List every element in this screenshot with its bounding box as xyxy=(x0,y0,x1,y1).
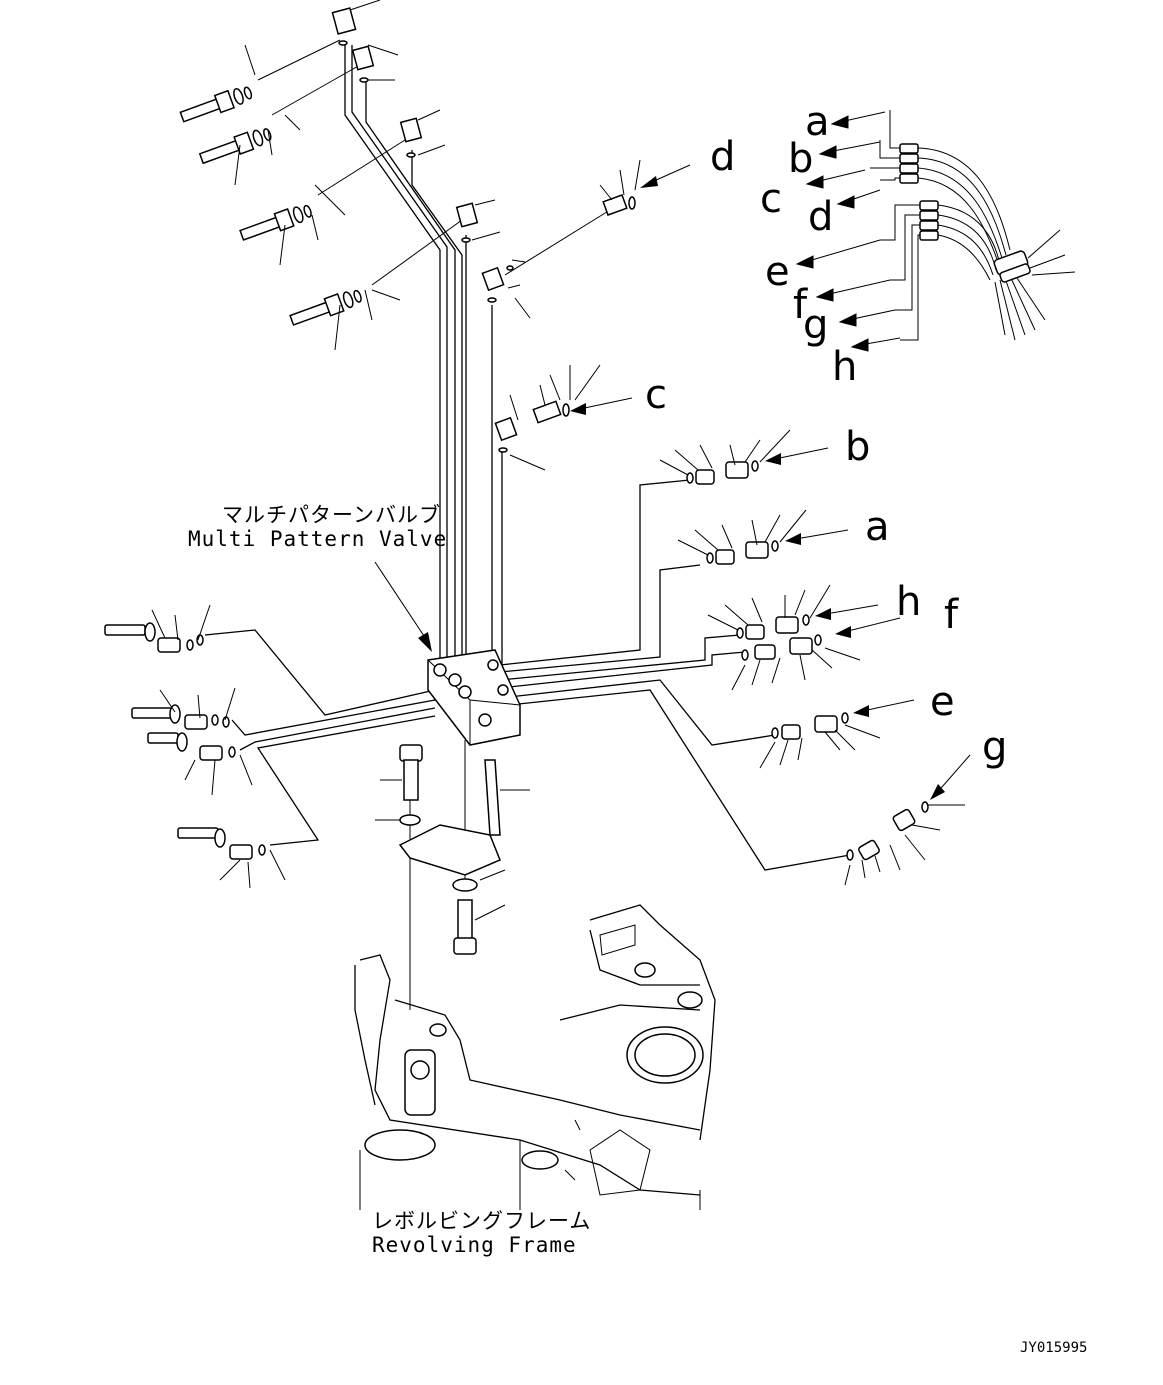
callout-a: a xyxy=(865,504,890,550)
drawing-code: JY015995 xyxy=(1020,1340,1087,1356)
legend-e: e xyxy=(765,249,790,295)
legend-f: f xyxy=(793,282,808,328)
legend-b: b xyxy=(788,136,813,182)
right-fittings xyxy=(659,429,971,886)
callout-c: c xyxy=(645,372,667,418)
valve-label-en: Multi Pattern Valve xyxy=(188,527,447,551)
callout-h: h xyxy=(896,579,921,625)
left-fittings xyxy=(104,604,286,889)
hose-bundle xyxy=(795,110,1076,352)
hose-lines xyxy=(204,39,851,1010)
bracket-assembly xyxy=(375,744,530,955)
callout-labels: d c b a h f e g xyxy=(645,134,1007,770)
callout-b: b xyxy=(845,424,870,470)
frame-label-jp: レボルビングフレーム xyxy=(372,1209,591,1233)
mid-fittings xyxy=(481,159,691,471)
legend-c: c xyxy=(760,176,782,222)
valve-label-jp: マルチパターンバルブ xyxy=(222,503,441,527)
callout-g: g xyxy=(982,724,1007,770)
legend-h: h xyxy=(832,344,857,390)
frame-label-en: Revolving Frame xyxy=(372,1233,577,1257)
legend-d: d xyxy=(808,194,833,240)
callout-f: f xyxy=(944,592,959,638)
legend-g: g xyxy=(803,302,828,348)
hose-legend-labels: a b c d e f g h xyxy=(760,99,857,390)
legend-a: a xyxy=(805,99,830,145)
revolving-frame xyxy=(354,904,716,1210)
multi-pattern-valve xyxy=(374,561,521,746)
callout-e: e xyxy=(930,679,955,725)
top-left-fittings xyxy=(179,0,501,351)
callout-d: d xyxy=(710,134,735,180)
